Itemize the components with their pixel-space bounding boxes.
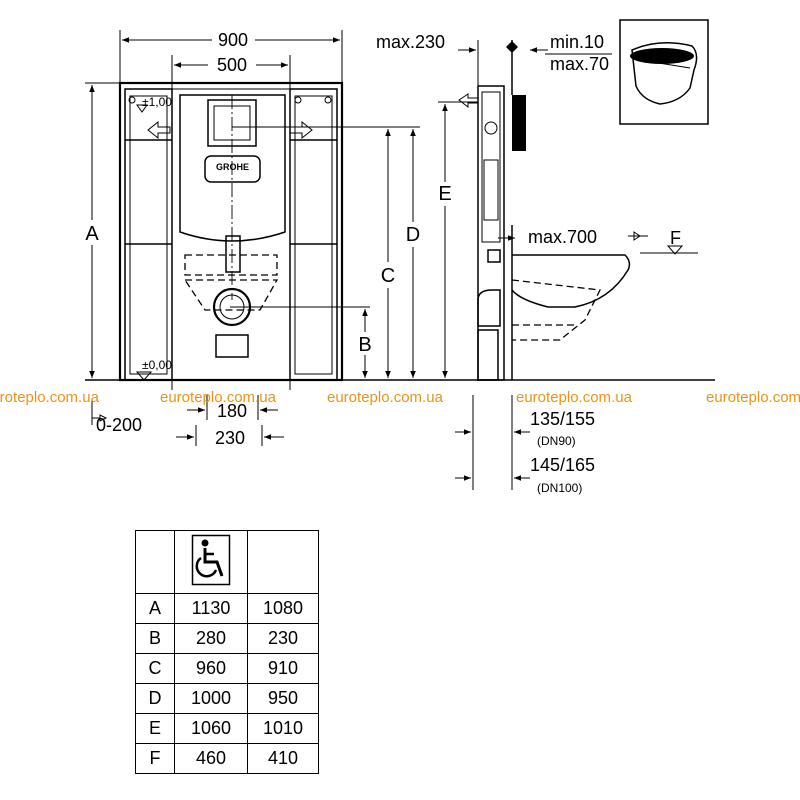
dimension-0-200: 0-200 [96, 415, 142, 435]
table-row: F 460 410 [135, 743, 319, 774]
row-key: E [135, 713, 175, 744]
wheelchair-accessible-icon [191, 534, 231, 585]
value-accessible: 960 [174, 653, 248, 684]
watermark: euroteplo.com.ua [160, 389, 277, 406]
value-standard: 230 [247, 623, 319, 654]
dimension-135-155: 135/155 [530, 409, 595, 429]
table-row: B 280 230 [135, 623, 319, 654]
brand-logo: GROHE [216, 162, 249, 172]
front-view: GROHE 900 500 A ±1,00 [85, 30, 478, 448]
header-accessible [174, 530, 248, 594]
toilet-thumbnail [619, 19, 709, 125]
dimension-230: 230 [215, 428, 245, 448]
value-standard: 910 [247, 653, 319, 684]
value-standard: 1080 [247, 593, 319, 624]
table-row: A 1130 1080 [135, 593, 319, 624]
value-accessible: 280 [174, 623, 248, 654]
dimension-180: 180 [217, 401, 247, 421]
watermark: euroteplo.com.ua [0, 389, 100, 406]
row-key: B [135, 623, 175, 654]
watermark: euroteplo.com.ua [327, 389, 444, 406]
dimensions-table: A 1130 1080 B 280 230 C 960 910 D 1000 9… [135, 530, 319, 774]
dimension-max700: max.700 [528, 227, 597, 247]
row-key: A [135, 593, 175, 624]
value-standard: 410 [247, 743, 319, 774]
dimension-900: 900 [218, 30, 248, 50]
outer-frame [118, 81, 344, 382]
cistern: GROHE [179, 94, 286, 300]
value-accessible: 1000 [174, 683, 248, 714]
table-row: D 1000 950 [135, 683, 319, 714]
label-dn100: (DN100) [537, 481, 582, 495]
dimension-max70: max.70 [550, 54, 609, 74]
row-key: C [135, 653, 175, 684]
value-standard: 950 [247, 683, 319, 714]
label-C: C [381, 265, 395, 287]
dimension-145-165: 145/165 [530, 455, 595, 475]
label-B: B [358, 334, 371, 356]
table-row: C 960 910 [135, 653, 319, 684]
value-standard: 1010 [247, 713, 319, 744]
table-row: E 1060 1010 [135, 713, 319, 744]
dimension-max230: max.230 [376, 32, 445, 52]
side-view: max.700 F max.230 min.10 max.70 135/155 … [376, 32, 715, 495]
dimension-500: 500 [217, 55, 247, 75]
value-accessible: 1060 [174, 713, 248, 744]
level-bottom: ±0,00 [142, 358, 172, 372]
watermark: euroteplo.com.ua [706, 389, 800, 406]
watermarks: euroteplo.com.ua euroteplo.com.ua eurote… [0, 389, 800, 406]
table-corner [135, 530, 175, 594]
label-F: F [670, 228, 681, 248]
header-standard [247, 530, 319, 594]
installation-drawing: GROHE 900 500 A ±1,00 [0, 19, 800, 495]
label-D: D [406, 224, 420, 246]
label-A: A [85, 223, 99, 245]
level-top: ±1,00 [142, 95, 172, 109]
row-key: F [135, 743, 175, 774]
watermark: euroteplo.com.ua [516, 389, 633, 406]
row-key: D [135, 683, 175, 714]
value-accessible: 460 [174, 743, 248, 774]
label-E: E [438, 183, 451, 205]
value-accessible: 1130 [174, 593, 248, 624]
dimension-min10: min.10 [550, 32, 604, 52]
label-dn90: (DN90) [537, 434, 576, 448]
